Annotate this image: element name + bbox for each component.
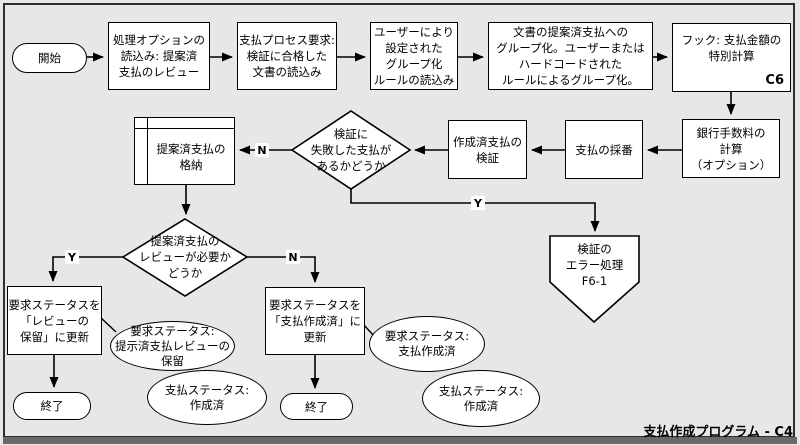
- storage-left-line: [147, 118, 148, 184]
- diagram-border-shadow: [3, 437, 797, 444]
- end-terminator-right: 終了: [280, 393, 353, 420]
- process-group-documents-label: 文書の提案済支払への グループ化。ユーザーまたは ハードコードされた ルールによ…: [496, 25, 645, 87]
- process-bank-fee-calc-label: 銀行手数料の 計算 （オプション）: [690, 125, 772, 172]
- process-read-options-label: 処理オプションの 読込み: 提案済 支払のレビュー: [113, 33, 205, 79]
- decision-failed-payments-diamond: [290, 110, 412, 190]
- decision-review-needed-label: 提案済支払の レビューが必要か どうか: [139, 234, 231, 280]
- decision-review-needed: 提案済支払の レビューが必要か どうか: [123, 222, 247, 292]
- storage-proposed-payments: 提案済支払の 格納: [134, 117, 235, 185]
- storage-top-line: [135, 128, 234, 129]
- process-read-options: 処理オプションの 読込み: 提案済 支払のレビュー: [108, 22, 210, 90]
- branch-label-failed-yes: Y: [471, 196, 485, 210]
- end-terminator-left-label: 終了: [40, 399, 64, 413]
- process-payment-numbering-label: 支払の採番: [575, 142, 633, 157]
- arrow-decision-review-no-to-update-created: [247, 256, 320, 283]
- hook-page-ref: C6: [765, 73, 784, 88]
- process-read-documents-label: 支払プロセス要求: 検証に合格した 文書の読込み: [239, 33, 335, 79]
- process-update-status-payment-created: 要求ステータスを 「支払作成済」に 更新: [265, 287, 365, 355]
- process-bank-fee-calc: 銀行手数料の 計算 （オプション）: [682, 119, 780, 178]
- status-ellipse-payment-created-label: 要求ステータス: 支払作成済: [384, 329, 470, 358]
- end-terminator-left: 終了: [13, 392, 91, 420]
- branch-label-review-no: N: [286, 250, 300, 264]
- process-read-documents: 支払プロセス要求: 検証に合格した 文書の読込み: [237, 22, 337, 90]
- process-payment-numbering: 支払の採番: [565, 120, 643, 179]
- process-update-status-review-hold: 要求ステータスを 「レビューの 保留」に更新: [7, 286, 102, 355]
- branch-label-failed-no: N: [255, 143, 269, 157]
- status-ellipse-created-right: 支払ステータス: 作成済: [422, 370, 540, 427]
- status-ellipse-review-hold-label: 要求ステータス: 提示済支払レビューの 保留: [115, 323, 230, 368]
- process-update-status-payment-created-label: 要求ステータスを 「支払作成済」に 更新: [269, 298, 361, 344]
- status-ellipse-created-left: 支払ステータス: 作成済: [147, 370, 267, 425]
- status-ellipse-payment-created: 要求ステータス: 支払作成済: [369, 316, 485, 372]
- arrow-decision-review-yes-to-update-hold: [48, 256, 123, 282]
- decision-failed-payments: 検証に 失敗した支払が あるかどうか: [292, 116, 410, 184]
- process-read-grouping-rules-label: ユーザーにより 設定された グループ化 ルールの読込み: [373, 25, 455, 87]
- status-ellipse-created-left-label: 支払ステータス: 作成済: [164, 382, 250, 412]
- process-verify-created-payments: 作成済支払の 検証: [448, 120, 527, 179]
- start-terminator: 開始: [12, 43, 87, 73]
- status-ellipse-created-right-label: 支払ステータス: 作成済: [438, 383, 524, 413]
- start-label: 開始: [38, 51, 61, 65]
- process-verify-created-payments-label: 作成済支払の 検証: [453, 134, 522, 165]
- storage-proposed-payments-label: 提案済支払の 格納: [156, 141, 226, 172]
- connector-update-hold-to-status-ellipse: [99, 316, 117, 333]
- decision-review-needed-diamond: [121, 218, 249, 297]
- end-terminator-right-label: 終了: [305, 399, 328, 414]
- decision-failed-payments-label: 検証に 失敗した支払が あるかどうか: [310, 127, 392, 173]
- branch-label-review-yes: Y: [65, 250, 79, 264]
- process-hook-special-calc: フック: 支払金額の 特別計算 C6: [672, 23, 791, 92]
- status-ellipse-review-hold: 要求ステータス: 提示済支払レビューの 保留: [110, 321, 235, 371]
- process-update-status-review-hold-label: 要求ステータスを 「レビューの 保留」に更新: [8, 297, 101, 344]
- error-handling-label: 検証の エラー処理 F6-1: [565, 242, 624, 288]
- process-read-grouping-rules: ユーザーにより 設定された グループ化 ルールの読込み: [370, 22, 458, 90]
- diagram-caption: 支払作成プログラム - C4: [643, 425, 793, 440]
- error-handling-pentagon: [549, 235, 640, 324]
- process-group-documents: 文書の提案済支払への グループ化。ユーザーまたは ハードコードされた ルールによ…: [488, 22, 653, 90]
- error-handling: 検証の エラー処理 F6-1: [550, 239, 639, 291]
- process-hook-special-calc-label: フック: 支払金額の 特別計算: [681, 33, 782, 63]
